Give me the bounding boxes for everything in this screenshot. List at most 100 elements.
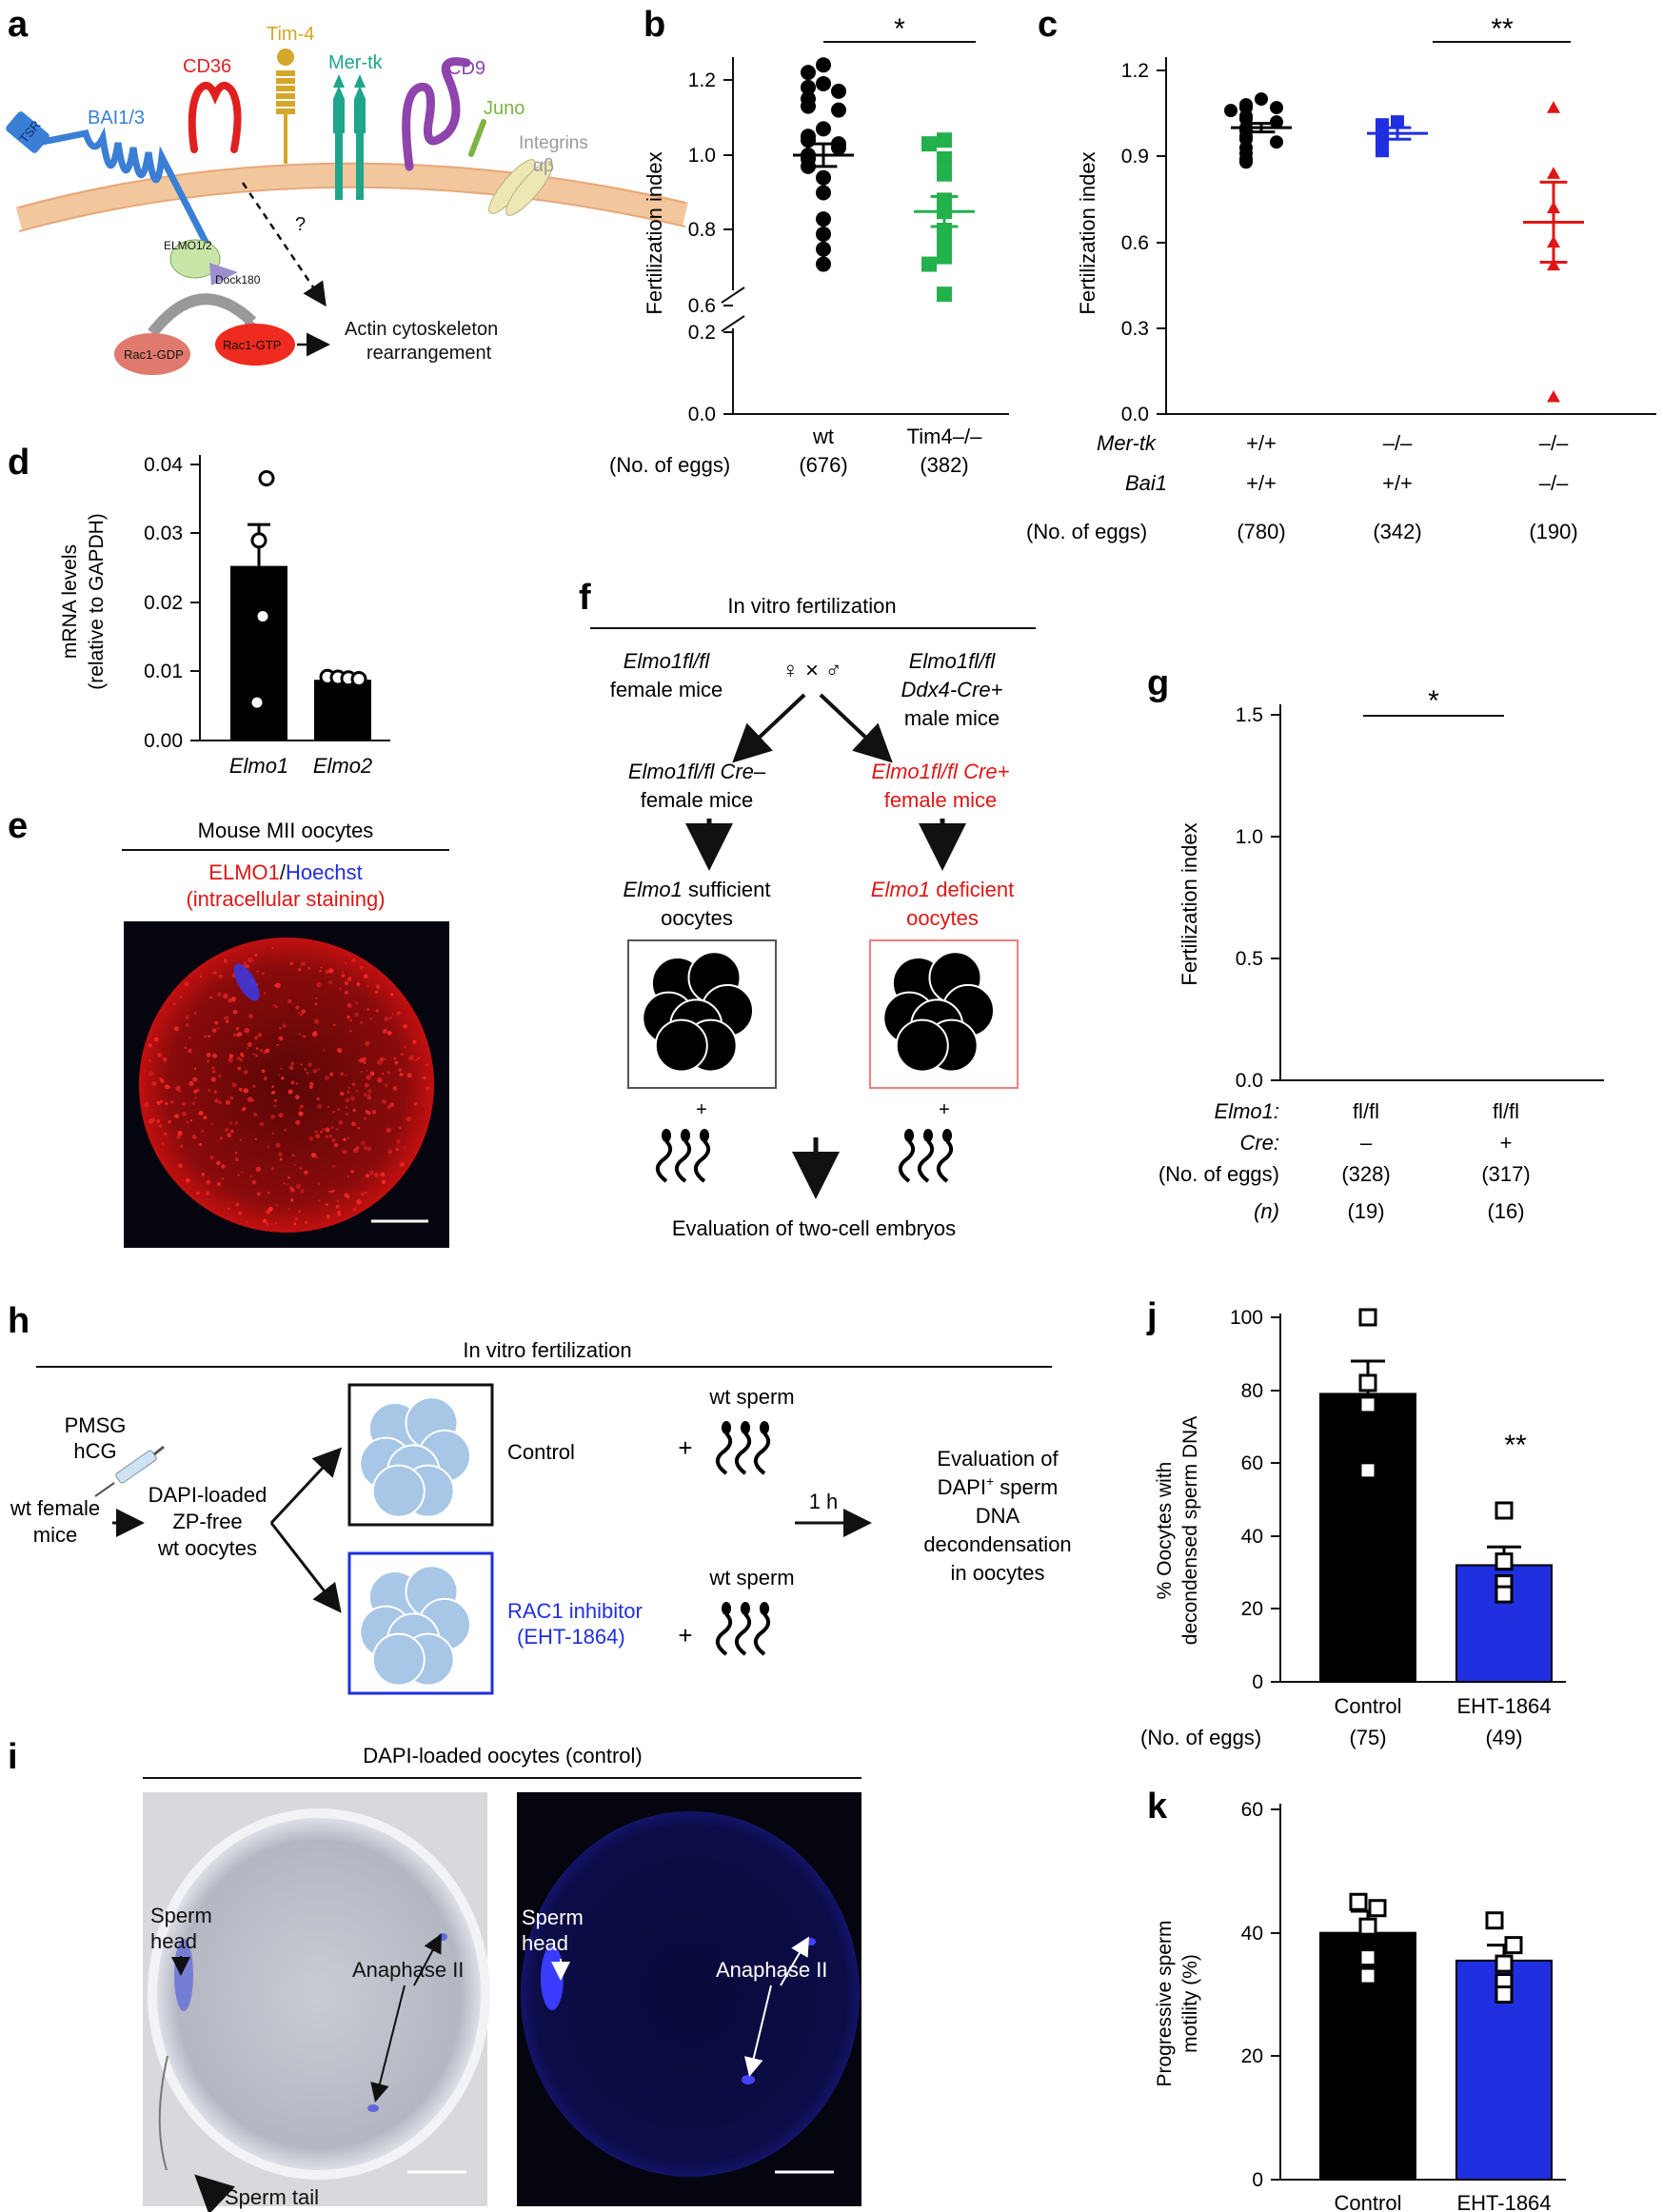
panel-e-speckle [270, 1167, 275, 1171]
panel-e-speckle [316, 1103, 323, 1109]
tim4-label: Tim-4 [267, 24, 314, 45]
panel-e-speckle [273, 1099, 277, 1103]
elmo-label: ELMO1/2 [164, 239, 212, 252]
panel-e-speckle [300, 1063, 303, 1066]
panel-e-speckle [203, 1116, 208, 1120]
panel-g-ytick-3: 1.5 [1236, 704, 1263, 726]
panel-b-group-wt: wt [812, 425, 834, 448]
syringe-icon [94, 1445, 165, 1497]
panel-b-axis-break-2 [721, 315, 745, 332]
panel-k-point [1368, 1899, 1387, 1918]
panel-e-speckle [396, 1138, 401, 1144]
panel-e-speckle [426, 1086, 430, 1091]
panel-h-sperm-groups [715, 1421, 771, 1656]
panel-e-speckle [315, 997, 318, 1000]
panel-e-speckle [346, 1015, 350, 1019]
panel-b-point [816, 169, 831, 186]
panel-i-fluor-anaphase-arrow-2 [743, 1985, 772, 2077]
panel-f-male-cre: Ddx4-Cre+ [901, 678, 1003, 701]
panel-j-bars [1319, 1308, 1553, 1684]
panel-f-deficient-line1: Elmo1 deficient [871, 878, 1014, 901]
panel-c-eggs-label: (No. of eggs) [1026, 520, 1147, 543]
panel-e-speckle [278, 1152, 283, 1157]
panel-e-speckle [403, 1023, 408, 1029]
alpha-beta-label: αβ [533, 156, 554, 176]
panel-h-oocyte-line2: ZP-free [172, 1510, 242, 1533]
panel-i-fluor-anaphase-label: Anaphase II [716, 1958, 827, 1982]
panel-e-speckle [357, 1126, 361, 1130]
panel-b-point [937, 132, 952, 148]
panel-e-speckle [317, 1068, 320, 1071]
panel-e-speckle [333, 1023, 336, 1027]
panel-c-point [1255, 92, 1268, 107]
panel-e-speckle [239, 1138, 243, 1142]
panel-e-speckle [301, 961, 306, 966]
panel-g-elmo1-g1: fl/fl [1353, 1099, 1379, 1123]
panel-b-point [816, 185, 831, 201]
panel-e-speckle [270, 1114, 275, 1119]
panel-e-speckle [238, 1211, 243, 1215]
panel-e-speckle [366, 1008, 369, 1011]
panel-h-inhibitor-line1: RAC1 inhibitor [507, 1599, 643, 1623]
panel-j-ytick-100: 100 [1230, 1307, 1263, 1329]
panel-k-point [1495, 1954, 1514, 1973]
panel-i-tail-arrow [194, 2174, 235, 2212]
panel-b-point [937, 286, 952, 303]
panel-e-speckle [178, 1163, 183, 1169]
panel-e-speckle [208, 1035, 211, 1038]
panel-b-point [816, 226, 831, 242]
panel-e-speckle [229, 1096, 234, 1100]
panel-e-speckle [240, 1171, 244, 1174]
panel-e-speckle [228, 1121, 233, 1125]
panel-k-point [1358, 1917, 1377, 1936]
panel-d: d mRNA levels (relative to GAPDH) 0.00 0… [8, 443, 390, 778]
panel-h-plus-bottom: + [678, 1621, 692, 1649]
panel-e-speckle [196, 1088, 200, 1093]
panel-e-speckle [148, 1118, 154, 1124]
panel-f-arrow-right [819, 693, 893, 763]
panel-e-speckle [163, 1132, 168, 1136]
panel-e-speckle [335, 1128, 339, 1131]
panel-k-ytick-0: 0 [1252, 2169, 1263, 2191]
panel-h-mice-line1: wt female [10, 1496, 100, 1520]
panel-e-speckle [305, 1220, 308, 1224]
panel-e-speckle [249, 1175, 252, 1178]
panel-e-speckle [273, 1104, 277, 1107]
panel-e-speckle [148, 1043, 152, 1048]
panel-e-speckle [308, 1081, 314, 1087]
panel-e-speckle [294, 1095, 300, 1099]
panel-e-speckle [404, 1146, 406, 1149]
panel-d-bar-Elmo1 [230, 565, 287, 741]
panel-e-speckle [354, 1001, 358, 1005]
panel-i-sperm-tail-label: Sperm tail [225, 2185, 319, 2209]
panel-f-cre-pos-label: female mice [884, 788, 998, 812]
panel-e-speckle [320, 966, 323, 969]
panel-e-speckle [192, 1076, 198, 1082]
panel-e-speckle [194, 1096, 197, 1099]
panel-e-speckle [275, 982, 281, 988]
panel-b-point [816, 57, 831, 73]
panel-e-speckle [246, 1047, 248, 1050]
panel-b-point [831, 140, 846, 156]
panel-e-speckle [276, 1043, 279, 1046]
panel-e-speckle [399, 1161, 405, 1167]
panel-e-speckle [395, 1147, 399, 1152]
panel-f-male-label: male mice [904, 706, 1000, 730]
panel-e-speckle [307, 1062, 312, 1067]
panel-b-point [816, 75, 831, 91]
panel-e-speckle [349, 1018, 352, 1022]
panel-e-speckle [186, 1177, 190, 1183]
panel-e-speckle [332, 1110, 335, 1114]
panel-e-speckle [278, 1113, 284, 1118]
panel-e-elmo1-speckles [144, 946, 430, 1226]
panel-e-speckle [239, 1058, 244, 1062]
panel-e-speckle [199, 975, 202, 978]
panel-f-deficient-line2: oocytes [906, 906, 979, 930]
panel-h-sperm-head [722, 1421, 731, 1434]
panel-f-sperm-head [662, 1129, 671, 1142]
panel-e-speckle [308, 1136, 314, 1141]
panel-j-label-eht: EHT-1864 [1456, 1694, 1551, 1718]
panel-e-speckle [221, 1177, 225, 1180]
panel-e-speckle [161, 1142, 165, 1145]
panel-e-speckle [300, 1104, 304, 1109]
